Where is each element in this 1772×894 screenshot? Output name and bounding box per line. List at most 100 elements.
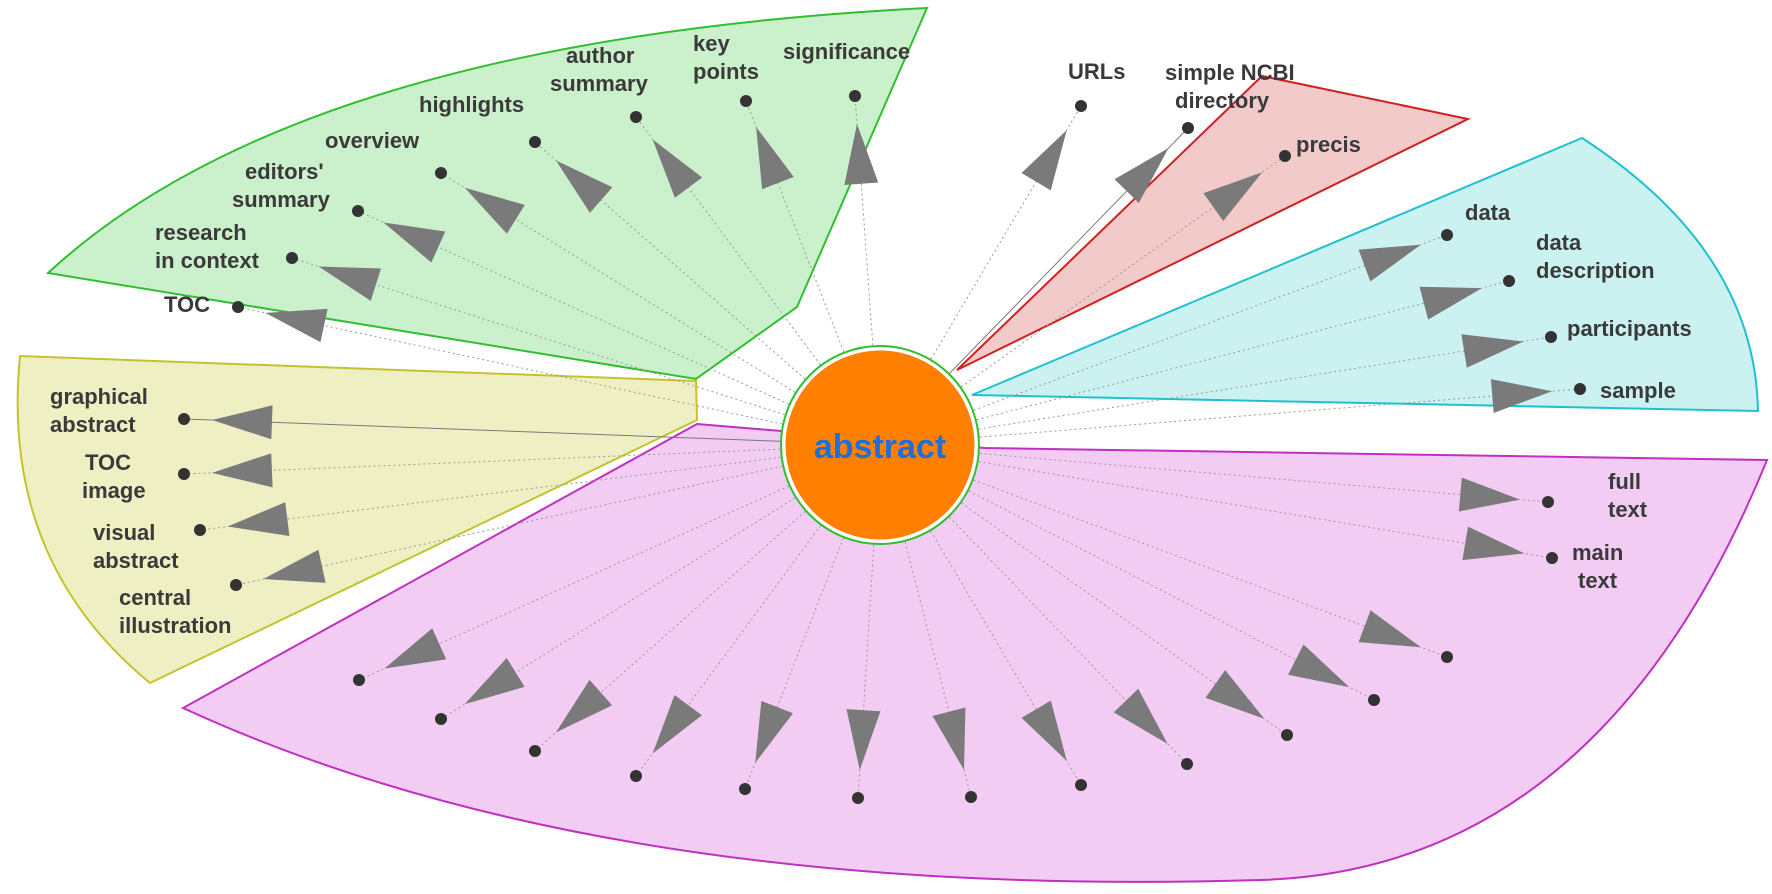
sector-red [956,74,1472,371]
arrowhead-main-text [1462,526,1525,561]
arrowhead-editors-summary [383,222,446,263]
edge-p12 [358,485,790,681]
node-dot-p3 [1281,729,1293,741]
edge-editors-summary [357,210,789,405]
sector-green [45,6,929,381]
edge-graphical-abstract [183,418,781,442]
arrowhead-participants [1461,334,1524,368]
arrowhead-toc-image [211,453,273,488]
edge-main-text [978,461,1553,559]
edge-data-description [976,280,1510,421]
node-dot-overview [435,167,447,179]
node-dot-p8 [739,783,751,795]
edge-central-illustration [235,465,783,586]
label-editors-summary: editors'summary [232,159,331,212]
node-dot-central-illustration [230,579,242,591]
node-dot-data-description [1503,275,1515,287]
arrowhead-sample [1490,379,1553,413]
arrowhead-central-illustration [263,549,326,583]
edge-author-summary [635,116,821,366]
edge-full-text [979,453,1549,503]
arrows-layer [211,123,1553,771]
node-dot-data [1441,229,1453,241]
arrowhead-p6 [932,707,966,770]
arrowhead-key-points [756,127,794,190]
sector-yellow [16,354,699,685]
arrowhead-full-text [1458,477,1521,512]
arrowhead-urls [1021,130,1067,191]
node-dot-p5 [1075,779,1087,791]
arrowhead-visual-abstract [227,502,290,536]
arrowhead-p5 [1021,700,1067,761]
arrowhead-overview [464,187,525,234]
node-dot-p1 [1441,651,1453,663]
arrowhead-data-description [1419,286,1482,320]
label-toc: TOC [164,292,210,317]
label-data: data [1465,200,1511,225]
node-dot-full-text [1542,496,1554,508]
arrowhead-simple-ncbi [1114,148,1169,203]
arrowhead-toc [265,308,328,343]
arrowhead-p12 [384,628,447,669]
node-dot-toc [232,301,244,313]
node-dot-p2 [1368,694,1380,706]
label-precis: precis [1296,132,1361,157]
node-dot-p12 [353,674,365,686]
arrowhead-p2 [1288,644,1350,688]
arrowhead-p9 [652,695,702,754]
node-dot-editors-summary [352,205,364,217]
dots-layer [178,90,1586,804]
edge-significance [854,95,874,346]
node-dot-p4 [1181,758,1193,770]
node-dot-research-in-context [286,252,298,264]
node-dot-p10 [529,745,541,757]
node-dot-urls [1075,100,1087,112]
arrowhead-p4 [1113,688,1168,744]
arrowhead-research-in-context [318,266,382,301]
node-dot-main-text [1546,552,1558,564]
edges-layer [183,95,1581,799]
arrowhead-p11 [464,657,525,705]
label-urls: URLs [1068,59,1125,84]
arrowhead-p10 [555,679,613,733]
arrowhead-p8 [755,700,793,763]
node-dot-highlights [529,136,541,148]
sector-purple [180,422,1769,883]
node-dot-simple-ncbi [1182,122,1194,134]
node-dot-p6 [965,791,977,803]
arrowhead-precis [1203,172,1263,221]
sector-cyan [971,136,1760,413]
arrowhead-significance [844,123,879,185]
label-sample: sample [1600,378,1676,403]
node-dot-graphical-abstract [178,413,190,425]
edge-participants [978,336,1552,430]
node-dot-sample [1574,383,1586,395]
arrowhead-p7 [846,709,881,771]
node-dot-precis [1279,150,1291,162]
edge-p2 [968,490,1375,701]
label-participants: participants [1567,316,1692,341]
arrowhead-data [1358,244,1421,282]
node-dot-significance [849,90,861,102]
edge-p6 [904,541,972,798]
node-dot-p11 [435,713,447,725]
node-dot-author-summary [630,111,642,123]
center-node [782,347,978,543]
arrowhead-author-summary [652,139,703,198]
node-dot-p7 [852,792,864,804]
edge-sample [979,388,1581,438]
arrowhead-p1 [1358,610,1421,648]
